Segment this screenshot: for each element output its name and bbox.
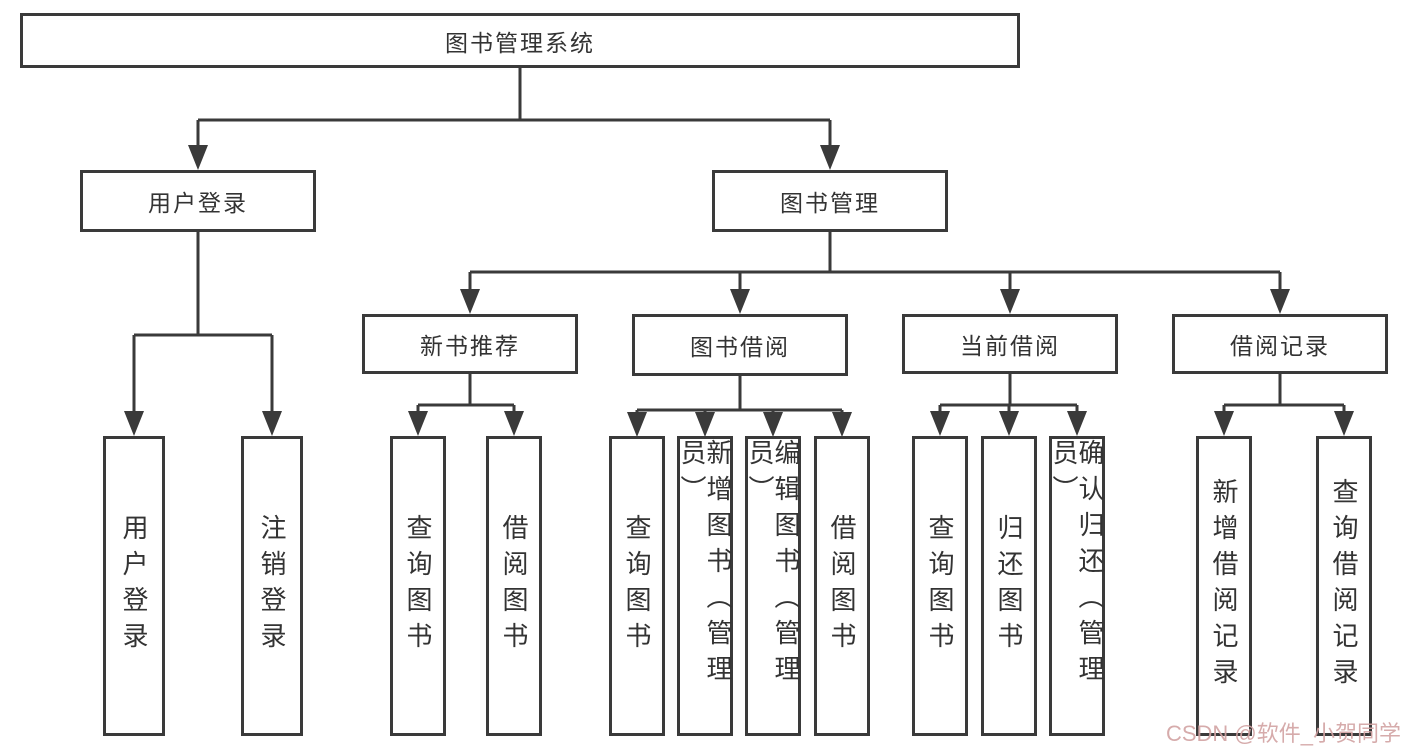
connector-bookborrow-to-leaves [635, 376, 844, 415]
node-book-borrow-label: 图书借阅 [690, 334, 790, 360]
leaf-logout: 注销登录 [241, 436, 303, 736]
node-current-borrow-label: 当前借阅 [960, 333, 1060, 359]
leaf-add-books-admin: 新增图书（管理员） [677, 436, 733, 736]
leaf-confirm-return-admin: 确认归还（管理员） [1049, 436, 1105, 736]
leaf-edit-books-admin: 编辑图书（管理员） [745, 436, 801, 736]
node-borrow-records-label: 借阅记录 [1230, 333, 1330, 359]
leaf-add-books-admin-label: 新增图书（管理员） [677, 439, 733, 691]
node-root-system: 图书管理系统 [20, 13, 1020, 68]
leaf-edit-books-admin-label: 编辑图书（管理员） [745, 439, 801, 691]
connector-currentborrow-to-leaves [938, 374, 1079, 413]
connector-borrowrecords-to-leaves [1222, 374, 1346, 413]
csdn-watermark: CSDN @软件_小贺同学 [1165, 721, 1401, 746]
leaf-current-query-books-label: 查询图书 [925, 514, 955, 658]
node-user-login: 用户登录 [80, 170, 316, 232]
leaf-confirm-return-admin-label: 确认归还（管理员） [1049, 439, 1105, 691]
leaf-query-borrow-record: 查询借阅记录 [1316, 436, 1372, 736]
leaf-return-books-label: 归还图书 [994, 514, 1024, 658]
leaf-query-borrow-record-label: 查询借阅记录 [1329, 478, 1359, 694]
node-user-login-label: 用户登录 [148, 190, 248, 216]
connector-bookmgmt-to-level3 [468, 232, 1282, 291]
leaf-newbook-borrow-books-label: 借阅图书 [499, 514, 529, 658]
leaf-borrow-query-books-label: 查询图书 [622, 514, 652, 658]
connector-newbook-to-leaves [416, 374, 516, 413]
leaf-user-login: 用户登录 [103, 436, 165, 736]
leaf-add-borrow-record: 新增借阅记录 [1196, 436, 1252, 736]
leaf-logout-label: 注销登录 [257, 514, 287, 658]
leaf-add-borrow-record-label: 新增借阅记录 [1209, 478, 1239, 694]
leaf-return-books: 归还图书 [981, 436, 1037, 736]
leaf-user-login-label: 用户登录 [119, 514, 149, 658]
leaf-borrow-books-label: 借阅图书 [827, 514, 857, 658]
connector-userlogin-to-leaves [132, 232, 274, 412]
node-new-book-recommend-label: 新书推荐 [420, 333, 520, 359]
leaf-current-query-books: 查询图书 [912, 436, 968, 736]
node-root-system-label: 图书管理系统 [445, 29, 595, 56]
node-book-borrow: 图书借阅 [632, 314, 848, 376]
leaf-borrow-query-books: 查询图书 [609, 436, 665, 736]
leaf-newbook-query-books: 查询图书 [390, 436, 446, 736]
leaf-borrow-books: 借阅图书 [814, 436, 870, 736]
leaf-newbook-query-books-label: 查询图书 [403, 514, 433, 658]
leaf-newbook-borrow-books: 借阅图书 [486, 436, 542, 736]
node-book-management: 图书管理 [712, 170, 948, 232]
node-book-management-label: 图书管理 [780, 190, 880, 216]
connector-root-to-level2 [196, 68, 832, 147]
node-borrow-records: 借阅记录 [1172, 314, 1388, 374]
node-new-book-recommend: 新书推荐 [362, 314, 578, 374]
node-current-borrow: 当前借阅 [902, 314, 1118, 374]
